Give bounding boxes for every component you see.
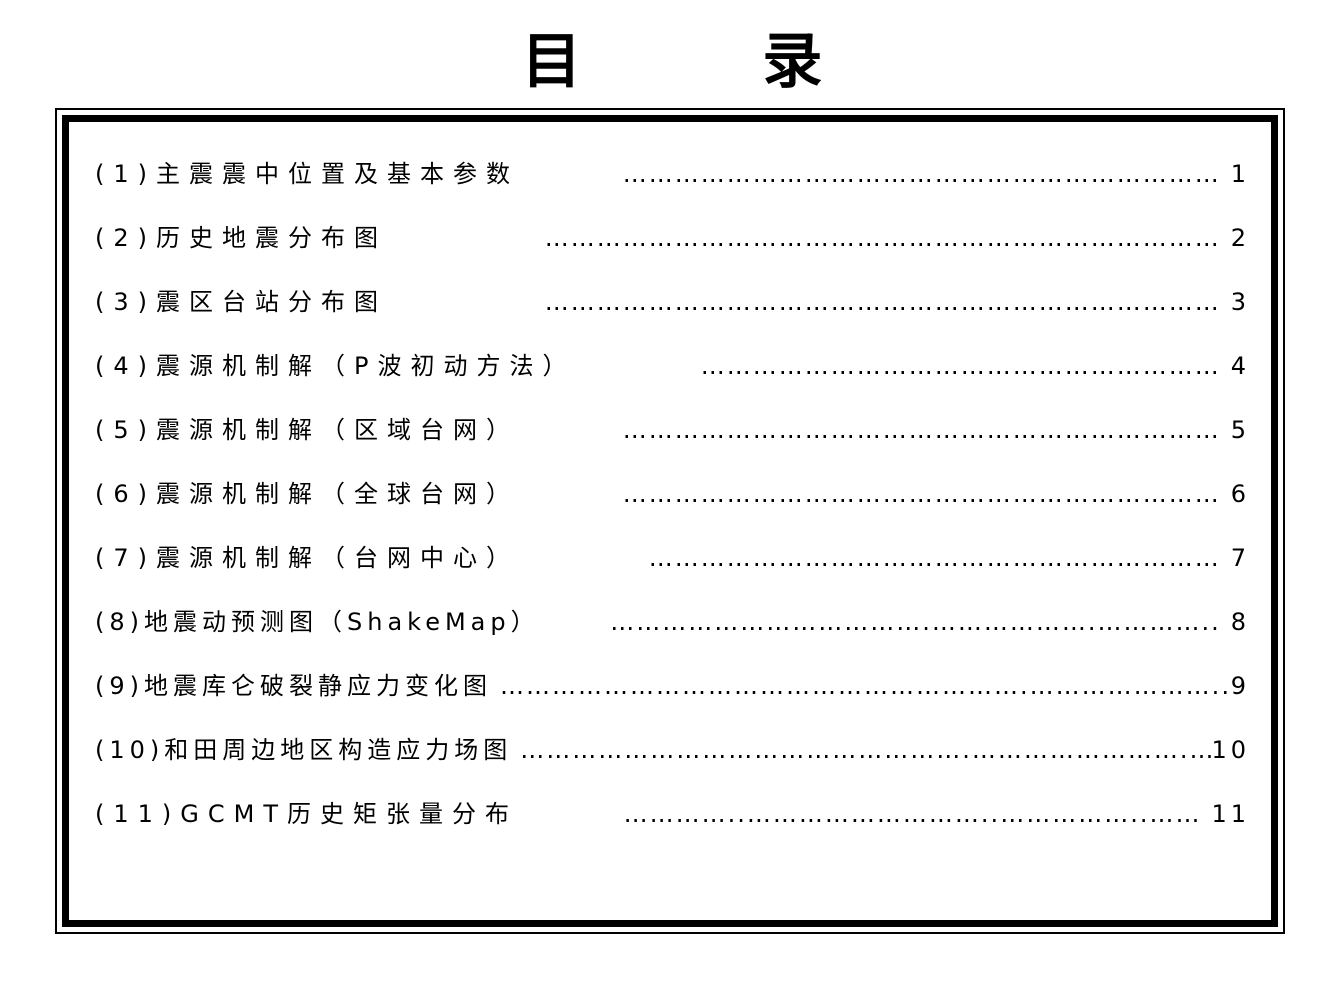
toc-entry-page: 6 — [1230, 480, 1250, 508]
toc-entry-leader: …………..………………………..……………..…… — [623, 800, 1202, 828]
toc-entry-leader: …………………………………………………………………… — [544, 288, 1221, 316]
toc-entry-page: 8 — [1230, 608, 1250, 636]
toc-entry-leader: …………………………………………………………… — [622, 160, 1221, 188]
toc-entry-page: 9 — [1230, 672, 1250, 700]
toc-entry[interactable]: (6)震源机制解（全球台网） …………………………………………………………… 6 — [95, 478, 1250, 542]
toc-entry[interactable]: (2)历史地震分布图 …………………………………………………………………… 2 — [95, 222, 1250, 286]
toc-entry[interactable]: (1)主震震中位置及基本参数 …………………………………………………………… 1 — [95, 158, 1250, 222]
toc-entry-leader: …………………………………………………… — [700, 352, 1221, 380]
toc-entry-leader: ………………………………………………………… — [648, 544, 1221, 572]
toc-entry-label: (11)GCMT历史矩张量分布 — [95, 800, 518, 828]
toc-entry[interactable]: (10)和田周边地区构造应力场图…………………………………………….………………… — [95, 734, 1250, 798]
toc-entry-leader: …………………………………………….…………………….…………. — [520, 736, 1212, 764]
toc-entry-page: 3 — [1230, 288, 1250, 316]
toc-entry-page: 2 — [1230, 224, 1250, 252]
toc-entry[interactable]: (11)GCMT历史矩张量分布 …………..………………………..……………..…… — [95, 798, 1250, 862]
toc-entry-page: 7 — [1230, 544, 1250, 572]
toc-list: (1)主震震中位置及基本参数 …………………………………………………………… 1 (2… — [95, 158, 1250, 862]
toc-entry-leader: …………………………………………………….………………….…………….. — [500, 672, 1231, 700]
page-title: 目 录 — [521, 27, 903, 97]
toc-entry-label: (8)地震动预测图（ShakeMap） — [95, 608, 540, 636]
toc-entry-label: (3)震区台站分布图 — [95, 288, 387, 316]
toc-entry-page: 4 — [1230, 352, 1250, 380]
toc-entry-leader: …………………………………………………………… — [622, 416, 1221, 444]
toc-entry-page: 10 — [1211, 736, 1250, 764]
toc-entry-page: 1 — [1230, 160, 1250, 188]
toc-entry-label: (1)主震震中位置及基本参数 — [95, 160, 519, 188]
toc-entry[interactable]: (8)地震动预测图（ShakeMap） ……………………………….……………….…… — [95, 606, 1250, 670]
toc-frame-inner: (1)主震震中位置及基本参数 …………………………………………………………… 1 (2… — [62, 115, 1278, 927]
toc-entry-page: 11 — [1211, 800, 1250, 828]
toc-entry-label: (5)震源机制解（区域台网） — [95, 416, 519, 444]
toc-frame: (1)主震震中位置及基本参数 …………………………………………………………… 1 (2… — [55, 108, 1285, 934]
toc-entry[interactable]: (9)地震库仑破裂静应力变化图 …………………………………………………….…………… — [95, 670, 1250, 734]
toc-entry[interactable]: (7)震源机制解（台网中心） ………………………………………………………… 7 — [95, 542, 1250, 606]
toc-entry[interactable]: (4)震源机制解（P波初动方法） …………………………………………………… 4 — [95, 350, 1250, 414]
toc-entry-label: (7)震源机制解（台网中心） — [95, 544, 519, 572]
toc-entry-label: (9)地震库仑破裂静应力变化图 — [95, 672, 492, 700]
toc-entry-label: (2)历史地震分布图 — [95, 224, 387, 252]
toc-entry-label: (4)震源机制解（P波初动方法） — [95, 352, 576, 380]
toc-entry[interactable]: (3)震区台站分布图 …………………………………………………………………… 3 — [95, 286, 1250, 350]
toc-entry-label: (10)和田周边地区构造应力场图 — [95, 736, 513, 764]
toc-entry-page: 5 — [1230, 416, 1250, 444]
toc-entry[interactable]: (5)震源机制解（区域台网） …………………………………………………………… 5 — [95, 414, 1250, 478]
toc-entry-leader: ……………………………….……………….………….. — [610, 608, 1221, 636]
toc-entry-label: (6)震源机制解（全球台网） — [95, 480, 519, 508]
toc-entry-leader: …………………………………………………………………… — [544, 224, 1221, 252]
toc-entry-leader: …………………………………………………………… — [622, 480, 1221, 508]
